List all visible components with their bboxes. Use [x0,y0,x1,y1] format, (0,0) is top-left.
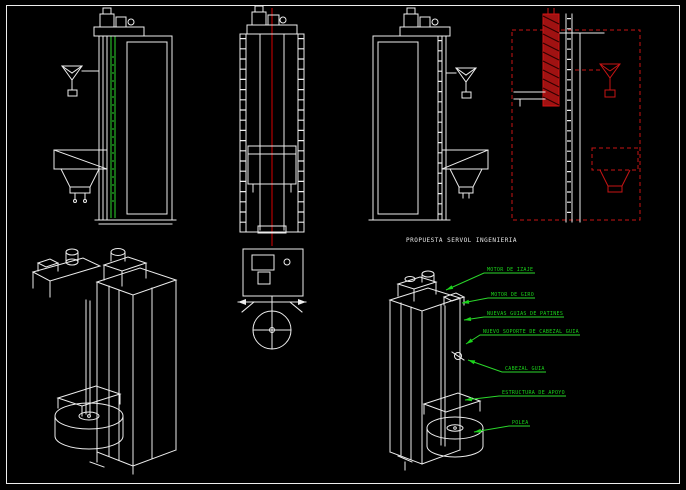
proposal-title: PROPUESTA SERVOL INGENIERIA [406,237,517,244]
pulley-support [422,392,482,413]
view-front-elevation-1 [53,7,177,225]
label-soporte-cabezal: NUEVO SOPORTE DE CABEZAL GUIA [483,329,579,335]
discharge-chute [53,149,108,170]
leader-arrow [474,428,482,433]
label-polea: POLEA [512,420,529,426]
leader-arrow [464,317,472,321]
carriage-box [247,145,297,185]
arrow-left [238,299,246,305]
hoist-motor-iso [396,276,438,290]
leader-cabezal-guia: CABEZAL GUIA [467,359,546,373]
valve-symbol-proposal [599,63,621,79]
valve-symbol [61,65,83,81]
sheet-border [6,5,680,484]
machinery-deck [93,26,145,37]
chute-proposal [591,147,639,171]
leader-arrow [468,360,476,365]
view-front-elevation-3 [368,7,489,221]
hoist-motor [99,13,115,28]
leader-motor-giro: MOTOR DE GIRO [461,292,535,304]
annotations: MOTOR DE IZAJE MOTOR DE GIRO NUEVAS GUIA… [445,267,580,433]
leader-estructura-apoyo: ESTRUCTURA DE APOYO [464,390,566,402]
leader-arrow [446,285,454,290]
view-front-elevation-2 [239,5,305,246]
view-proposal-overlay [511,8,641,223]
proposal-outline [511,29,641,221]
leader-motor-izaje: MOTOR DE IZAJE [445,267,535,291]
label-motor-izaje: MOTOR DE IZAJE [487,267,533,273]
label-cabezal-guia: CABEZAL GUIA [505,366,545,372]
leader-guias-patines: NUEVAS GUIAS DE PATINES [463,311,564,321]
view-isometric-proposal [388,270,484,471]
valve-symbol [455,67,477,83]
view-detail-pulley [237,248,307,350]
detail-box [242,248,304,297]
guide-head [454,352,462,360]
leader-arrow [462,299,470,304]
leader-polea: POLEA [473,420,530,433]
discharge-chute [441,149,489,170]
hoist-motor [403,13,419,28]
pulley-proposal [426,416,484,440]
label-guias-patines: NUEVAS GUIAS DE PATINES [487,311,563,317]
leader-arrow [466,338,473,344]
arrow-right [298,299,306,305]
leader-arrow [465,397,472,402]
pulley [54,402,124,430]
leader-soporte-cabezal: NUEVO SOPORTE DE CABEZAL GUIA [465,329,580,345]
hoist-motor [251,11,267,26]
machinery-deck [399,26,451,37]
label-motor-giro: MOTOR DE GIRO [491,292,534,298]
label-estructura-apoyo: ESTRUCTURA DE APOYO [502,390,565,396]
view-isometric-current [31,248,178,475]
